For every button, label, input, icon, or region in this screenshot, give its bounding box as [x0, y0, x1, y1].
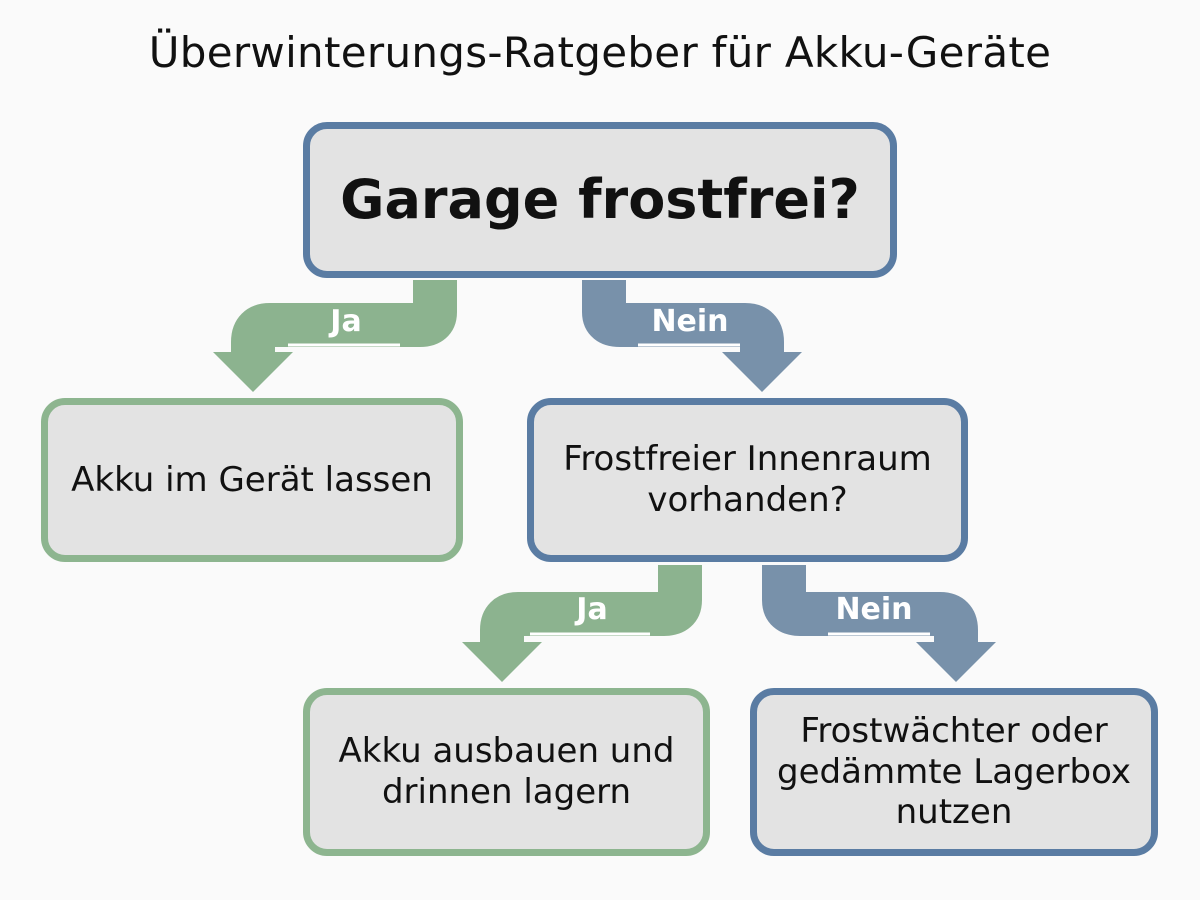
result-frost-guard: Frostwächter oder gedämmte Lagerbox nutz… — [750, 688, 1158, 856]
edge-label-indoor-no: Nein — [835, 592, 913, 627]
result-store-indoors-text: Akku ausbauen und drinnen lagern — [338, 731, 675, 812]
result-frost-guard-text: Frostwächter oder gedämmte Lagerbox nutz… — [777, 710, 1131, 833]
arrow-indoor-yes — [480, 565, 702, 652]
diagram-title: Überwinterungs-Ratgeber für Akku-Geräte — [148, 28, 1052, 77]
result-store-indoors: Akku ausbauen und drinnen lagern — [303, 688, 710, 856]
arrow-indoor-no — [762, 565, 978, 652]
edge-label-garage-no: Nein — [651, 304, 729, 339]
decision-garage-frostfree: Garage frostfrei? — [303, 122, 897, 278]
arrowhead-indoor-yes — [462, 642, 542, 682]
arrow-garage-no — [582, 280, 784, 364]
result-keep-battery: Akku im Gerät lassen — [41, 398, 463, 562]
arrow-garage-yes — [231, 280, 457, 364]
edge-label-garage-yes: Ja — [330, 304, 362, 339]
decision-indoor-room-text: Frostfreier Innenraum vorhanden? — [563, 439, 932, 520]
arrowhead-indoor-no — [916, 642, 996, 682]
arrowhead-garage-yes — [213, 352, 293, 392]
decision-indoor-room: Frostfreier Innenraum vorhanden? — [527, 398, 968, 562]
arrowhead-garage-no — [722, 352, 802, 392]
result-keep-battery-text: Akku im Gerät lassen — [71, 459, 433, 500]
edge-label-indoor-yes: Ja — [576, 592, 608, 627]
decision-garage-text: Garage frostfrei? — [340, 167, 860, 231]
